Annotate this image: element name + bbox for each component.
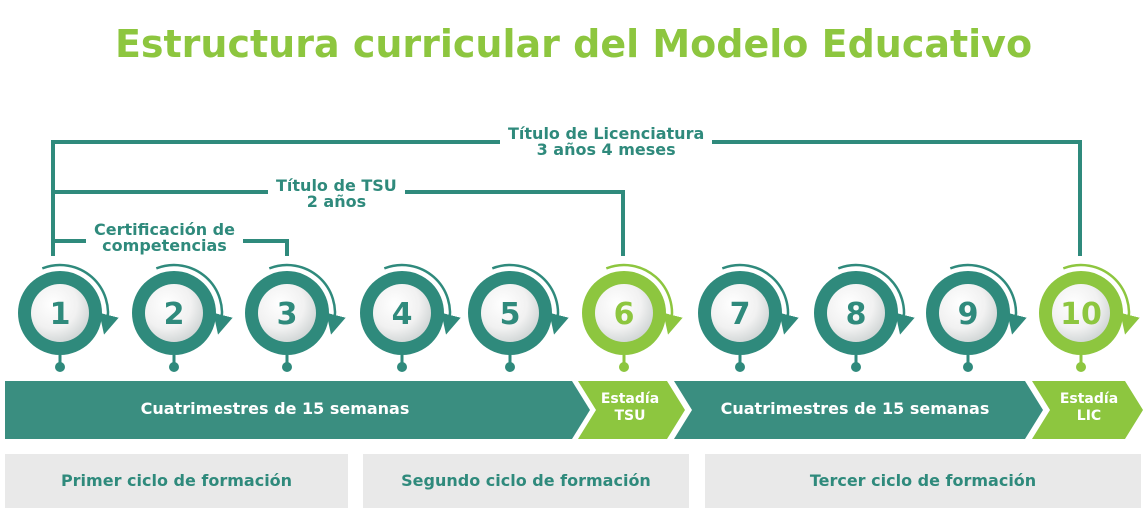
arrow-arc-icon [268,263,346,335]
page-title: Estructura curricular del Modelo Educati… [114,22,1033,66]
band-estadia-tsu-line1: Estadía [600,391,660,407]
arrow-arc-icon [837,263,915,335]
cycle-segundo: Segundo ciclo de formación [363,454,689,508]
node-3: 3 [245,263,346,372]
band-cuatrimestres-2-label: Cuatrimestres de 15 semanas [720,399,990,418]
label-licenciatura-line2: 3 años 4 meses [536,140,676,159]
node-inner-ball [595,284,653,342]
cycle-tercer: Tercer ciclo de formación [705,454,1141,508]
arrow-arc-icon [155,263,233,335]
node-dot [963,362,973,372]
node-5: 5 [468,263,569,372]
arrow-arc-icon [949,263,1027,335]
node-dot [282,362,292,372]
node-8: 8 [814,263,915,372]
node-inner-ball [711,284,769,342]
node-inner-ball [1052,284,1110,342]
node-number: 2 [164,297,185,332]
band-cuatrimestres-1 [5,381,590,439]
arrow-arc-icon [41,263,119,335]
arrow-arc-icon [383,263,461,335]
node-number: 7 [730,297,751,332]
node-4: 4 [360,263,461,372]
band-estadia-lic-label: Estadía LIC [1044,391,1134,425]
node-dot [735,362,745,372]
node-number: 1 [50,297,71,332]
band-estadia-tsu [578,381,685,439]
node-number: 8 [846,297,867,332]
node-7: 7 [698,263,799,372]
node-inner-ball [373,284,431,342]
band-estadia-lic [1032,381,1143,439]
node-dot [851,362,861,372]
node-inner-ball [145,284,203,342]
node-number: 3 [277,297,298,332]
node-1: 1 [18,263,119,372]
nodes-layer: 1 2 3 4 5 6 7 8 9 10 [18,263,1140,372]
node-number: 5 [500,297,521,332]
band-cuatrimestres-2 [674,381,1043,439]
arrow-arc-icon [1062,263,1140,335]
node-dot [169,362,179,372]
arrow-arc-icon [605,263,683,335]
band-cuatrimestres-1-label: Cuatrimestres de 15 semanas [140,399,410,418]
node-9: 9 [926,263,1027,372]
node-inner-ball [31,284,89,342]
arrow-arc-icon [721,263,799,335]
label-tsu: Título de TSU 2 años [268,178,405,210]
node-dot [55,362,65,372]
bracket-tsu [53,190,625,256]
node-number: 6 [614,297,635,332]
band-estadia-tsu-label: Estadía TSU [590,391,670,425]
node-inner-ball [258,284,316,342]
node-number: 9 [958,297,979,332]
band-estadia-lic-line2: LIC [1076,408,1102,424]
node-dot [505,362,515,372]
node-dot [619,362,629,372]
label-certificacion-line2: competencias [102,236,227,255]
band-estadia-lic-line1: Estadía [1059,391,1119,407]
node-inner-ball [481,284,539,342]
node-inner-ball [827,284,885,342]
label-certificacion-line1: Certificación de [94,220,235,239]
node-6: 6 [582,263,683,372]
label-licenciatura: Título de Licenciatura 3 años 4 meses [500,124,713,159]
band-estadia-tsu-line2: TSU [614,408,646,424]
node-number: 10 [1060,297,1102,332]
cycle-primer: Primer ciclo de formación [5,454,348,508]
node-number: 4 [392,297,413,332]
label-tsu-line1: Título de TSU [276,176,397,195]
label-licenciatura-line1: Título de Licenciatura [508,124,705,143]
arrow-arc-icon [491,263,569,335]
label-tsu-line2: 2 años [306,192,367,211]
node-inner-ball [939,284,997,342]
node-2: 2 [132,263,233,372]
node-dot [1076,362,1086,372]
node-dot [397,362,407,372]
node-10: 10 [1039,263,1140,372]
label-certificacion: Certificación de competencias [86,222,243,254]
